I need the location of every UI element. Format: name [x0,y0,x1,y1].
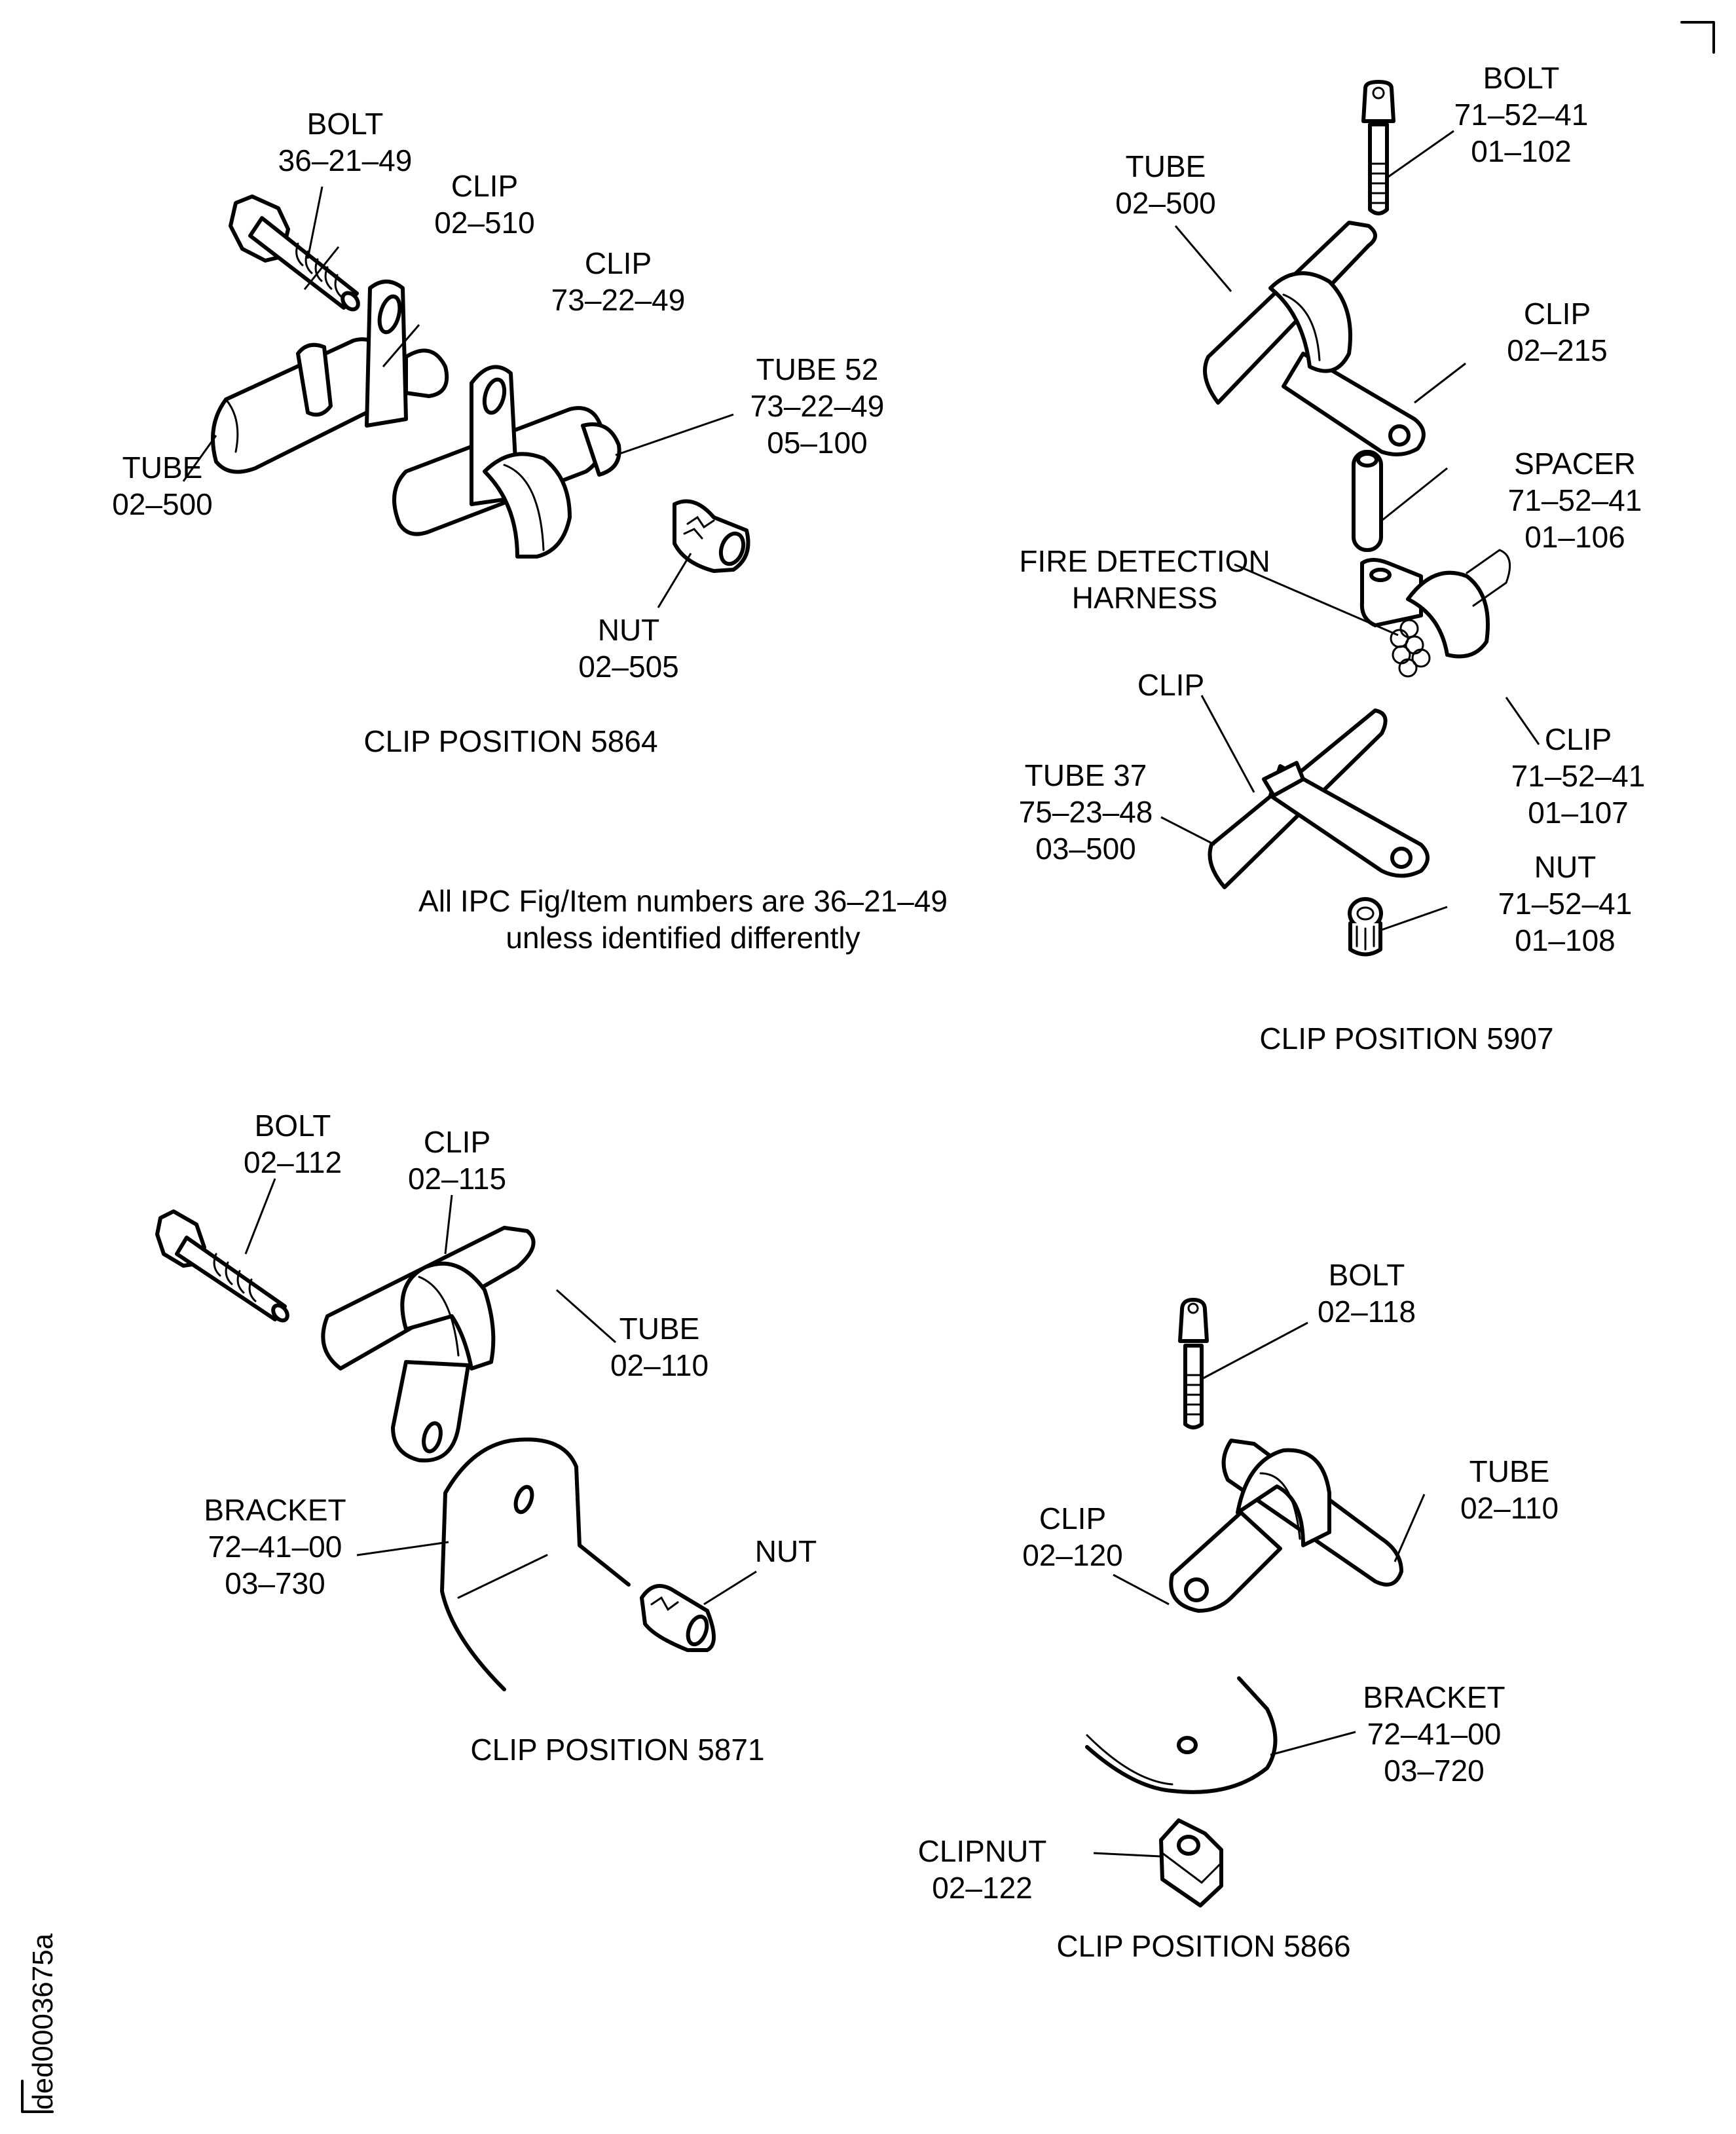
label-nut: NUT [755,1534,817,1568]
leader-bolt [306,186,323,259]
caption-clip-position-5864: CLIP POSITION 5864 [363,724,657,758]
leader-bolt [1202,1321,1308,1380]
clip-part-02-215 [1203,221,1426,456]
leader-nut [657,553,692,608]
bolt-part [1361,80,1395,215]
leader-spacer [1381,467,1448,522]
drawing-id: ded0003675a [27,1933,59,2110]
leader-bolt [244,1178,276,1255]
leader-clip [444,1194,453,1255]
leader-nut [703,1570,757,1606]
clip-part-02-120 [1169,1439,1403,1613]
nut-part [673,499,750,573]
label-clip: CLIP [1137,668,1204,702]
clip-part-73-22-49 [392,365,621,559]
bracket-part [440,1437,631,1691]
caption-clip-position-5866: CLIP POSITION 5866 [1056,1929,1350,1963]
clip-part-lower [1208,708,1430,889]
leader-clip-upper-label [1200,695,1255,793]
leader-bracket [1270,1731,1356,1756]
leader-clip-02-215 [1414,362,1466,404]
nut-part [640,1584,716,1652]
clip-part-02-115 [321,1226,536,1463]
clip-part-02-510 [211,280,449,474]
leader-clip-73-22-49 [382,324,420,367]
leader-tube-37 [1160,816,1215,846]
caption-clip-position-5871: CLIP POSITION 5871 [470,1733,764,1767]
spacer-part [1352,450,1383,552]
corner-mark-top-right [1680,21,1715,54]
leader-clip-01-107 [1505,697,1540,745]
leader-tube [1174,225,1232,292]
leader-clip-02-510 [303,246,340,290]
leader-tube-02-500 [182,435,217,482]
leader-clipnut [1093,1852,1161,1858]
corner-mark-bottom-left [21,2080,54,2113]
bolt-part [229,194,360,312]
leader-tube-52 [615,413,734,456]
clipnut-part [1159,1818,1223,1907]
leader-tube [1394,1494,1426,1562]
bracket-part [1085,1676,1278,1794]
leader-nut [1381,906,1448,931]
leader-bracket [356,1541,449,1556]
leader-bolt [1388,130,1454,178]
leader-harness [1234,563,1399,636]
caption-clip-position-5907: CLIP POSITION 5907 [1259,1021,1553,1056]
nut-part [1348,897,1383,957]
bolt-part [1178,1298,1209,1429]
bolt-part [155,1209,289,1323]
harness-clip-part [1359,549,1511,678]
leader-tube [556,1289,616,1344]
leader-clip [1113,1573,1170,1606]
